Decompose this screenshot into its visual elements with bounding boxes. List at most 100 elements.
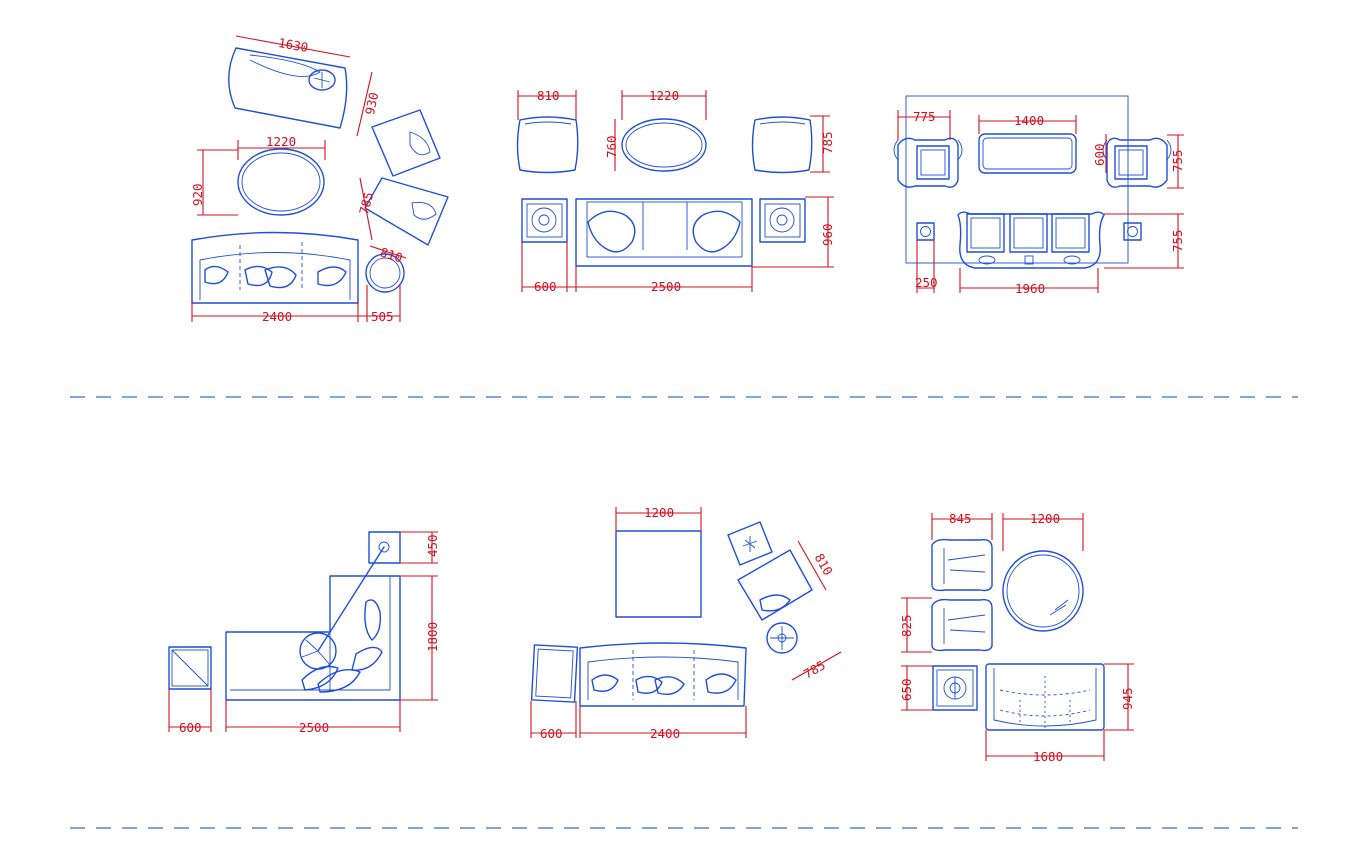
round-dining-table xyxy=(1002,550,1084,632)
dim-chair-width-l3: 775 xyxy=(897,109,951,140)
armchair-right xyxy=(751,116,813,174)
dim-round-table-l6: 1200 xyxy=(1002,511,1084,551)
dim-text-coffee-width-l3: 1400 xyxy=(1014,113,1044,128)
dim-chair-depth-l2: 785 xyxy=(810,115,835,173)
dim-coffee-depth-l2: 760 xyxy=(604,119,619,171)
dim-text-chair-width-l5: 810 xyxy=(812,551,836,578)
dim-text-coffee-width: 1220 xyxy=(266,134,296,149)
chaise-lounge xyxy=(228,47,348,129)
dim-chair-depth-l3: 755 xyxy=(1167,134,1185,189)
dim-sofa-width-l3: 250 1960 xyxy=(915,240,1099,296)
classic-sofa xyxy=(957,211,1105,269)
round-side-table-l5 xyxy=(766,622,798,654)
dim-coffee-width-l2: 1220 xyxy=(621,88,707,120)
dim-chair-width-l5: 810 xyxy=(797,540,836,591)
dim-sofa-width-l2: 600 2500 xyxy=(521,242,753,294)
dim-chaise-length: 1630 xyxy=(235,35,351,58)
dim-text-chaise-depth: 930 xyxy=(362,91,381,116)
dim-text-side-table: 505 xyxy=(371,309,394,324)
dim-text-side-table-l5: 600 xyxy=(540,726,563,741)
dim-sofa-width-l4: 600 2500 xyxy=(168,689,401,735)
dim-text-sofa-depth-l3: 755 xyxy=(1170,229,1185,252)
dim-text-sofa-depth-l2: 960 xyxy=(820,223,835,246)
side-table-right-l3 xyxy=(1123,222,1142,241)
dim-text-chair-width-l2: 810 xyxy=(537,88,560,103)
side-table-l4 xyxy=(168,646,212,690)
dim-text-chair-width: 810 xyxy=(378,244,404,265)
layout-3-classic-sofa-set: 775 1400 600 755 755 250 xyxy=(893,95,1185,296)
dim-coffee-width: 1220 xyxy=(237,134,326,160)
curved-sofa xyxy=(191,231,359,304)
dim-text-side-table-l3: 250 xyxy=(915,275,938,290)
armchair-upper-l6 xyxy=(931,538,993,592)
dim-text-sofa-depth-l6: 945 xyxy=(1120,687,1135,710)
dim-text-chair-width-l3: 775 xyxy=(913,109,936,124)
dim-chair-width-l6: 845 xyxy=(931,511,993,540)
dim-text-side-table-l4: 600 xyxy=(179,720,202,735)
armchair-upper xyxy=(371,109,441,177)
side-table-left-l3 xyxy=(916,222,935,241)
dim-text-sofa-width-l2: 2500 xyxy=(651,279,681,294)
dim-text-sofa-depth-l4: 1800 xyxy=(425,622,440,652)
oval-coffee-table xyxy=(237,148,325,216)
dim-text-chair-depth-l2: 785 xyxy=(820,131,835,154)
dim-text-chair-depth-l5: 785 xyxy=(801,657,828,681)
floor-lamp-arc xyxy=(299,546,385,670)
round-side-table xyxy=(365,253,405,293)
ottoman xyxy=(727,521,773,566)
dim-text-coffee-width-l2: 1220 xyxy=(649,88,679,103)
layout-6-round-table-set: 845 1200 825 650 945 xyxy=(899,511,1135,764)
armchair-lower-l6 xyxy=(931,598,993,652)
dim-lamp-table-l4: 450 xyxy=(400,531,440,564)
dim-text-round-table-l6: 1200 xyxy=(1030,511,1060,526)
dim-text-coffee-depth: 920 xyxy=(190,183,205,206)
dim-chair-width-l2: 810 xyxy=(517,88,577,120)
dim-chair-depth: 785 xyxy=(356,177,376,241)
chesterfield-sofa xyxy=(985,663,1105,731)
dim-sofa-depth-l4: 1800 xyxy=(400,575,440,701)
dim-chaise-depth: 930 xyxy=(356,71,381,137)
dim-text-coffee-width-l5: 1200 xyxy=(644,505,674,520)
dim-text-lamp-table-l4: 450 xyxy=(425,534,440,557)
layout-2-straight-sofa-set: 810 1220 760 785 960 xyxy=(516,88,835,294)
dim-sofa-depth-l6: 945 xyxy=(1104,663,1135,731)
armchair-left xyxy=(516,116,579,174)
dim-text-chair-depth: 785 xyxy=(356,190,376,216)
three-seat-sofa xyxy=(575,198,753,267)
layout-4-sectional-sofa-set: 450 1800 600 2500 xyxy=(168,531,440,735)
side-table-l5 xyxy=(530,644,579,703)
dim-chair-depth-l5: 785 xyxy=(791,651,842,682)
dim-text-chair-width-l6: 845 xyxy=(949,511,972,526)
dim-coffee-width-l3: 1400 xyxy=(978,113,1077,134)
armchair-lower xyxy=(364,177,449,246)
side-table-l6 xyxy=(932,665,978,711)
dim-sofa-width-l5: 600 2400 xyxy=(530,701,747,741)
classic-armchair-right xyxy=(1102,137,1172,188)
dim-sofa-depth-l2: 960 xyxy=(752,196,835,268)
dim-sofa-depth-l3: 755 xyxy=(1104,213,1185,269)
lamp-table xyxy=(368,531,401,564)
dim-text-side-table-l2: 600 xyxy=(534,279,557,294)
dim-chair-depth-l6: 825 xyxy=(899,597,932,653)
square-coffee-table xyxy=(615,530,702,618)
dim-text-side-table-l6: 650 xyxy=(899,678,914,701)
layout-5-rotated-chair-set: 1200 810 785 600 2400 xyxy=(530,505,842,741)
dim-text-sofa-width: 2400 xyxy=(262,309,292,324)
dim-sofa-width: 2400 505 xyxy=(191,285,401,324)
side-table-right xyxy=(759,198,806,243)
dim-side-table-l6: 650 xyxy=(899,665,933,711)
dim-chair-width: 810 xyxy=(369,244,407,266)
dim-text-coffee-depth-l2: 760 xyxy=(604,135,619,158)
classic-armchair-left xyxy=(893,137,963,188)
dim-text-sofa-width-l6: 1680 xyxy=(1033,749,1063,764)
dim-text-chair-depth-l6: 825 xyxy=(899,614,914,637)
dim-text-chair-depth-l3: 755 xyxy=(1170,149,1185,172)
dim-coffee-depth-l3: 600 xyxy=(1092,134,1107,173)
dim-coffee-depth: 920 xyxy=(190,149,238,216)
dim-text-coffee-depth-l3: 600 xyxy=(1092,143,1107,166)
rotated-armchair xyxy=(737,549,813,621)
dim-sofa-width-l6: 1680 xyxy=(985,730,1105,764)
side-table-left xyxy=(521,198,568,243)
dim-text-sofa-width-l4: 2500 xyxy=(299,720,329,735)
